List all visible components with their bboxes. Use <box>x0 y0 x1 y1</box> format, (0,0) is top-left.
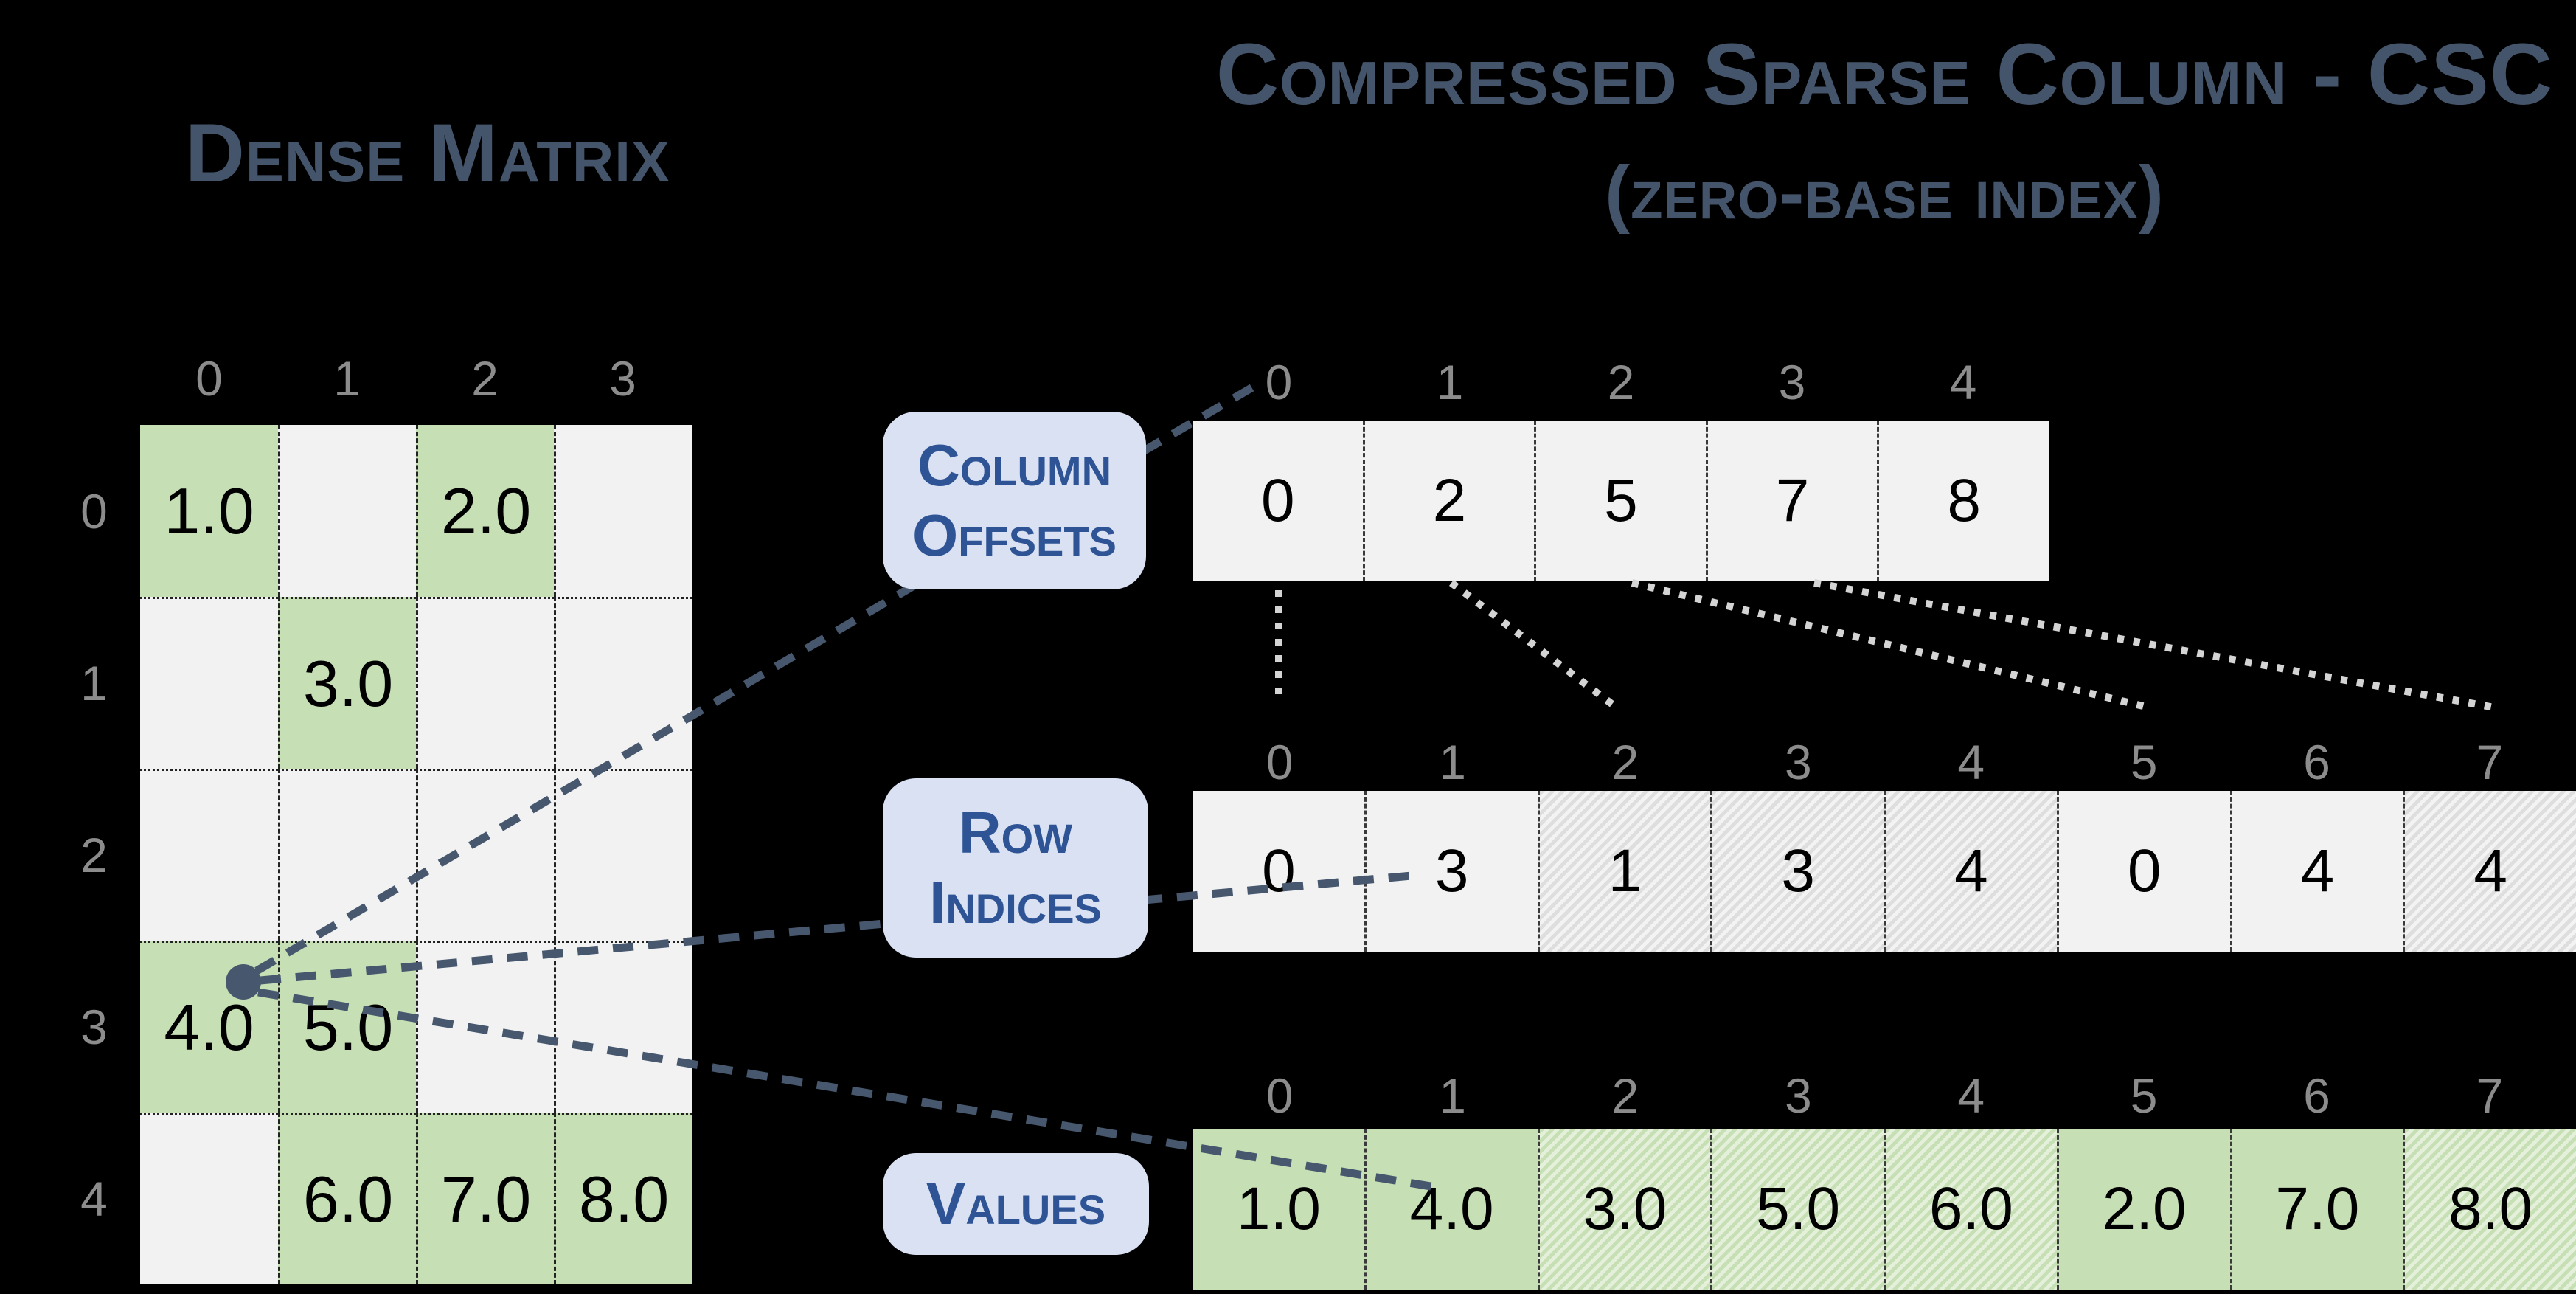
connector-to-values <box>257 988 1440 1192</box>
column-offsets-cell: 8 <box>1877 421 2049 581</box>
offset-position-line-2 <box>1448 580 1617 708</box>
matrix-cell: 7.0 <box>416 1113 554 1284</box>
values-index-labels: 0 1 2 3 4 5 6 7 <box>1193 1071 2576 1120</box>
column-offsets-cell: 0 <box>1193 421 1363 581</box>
row-indices-cell: 3 <box>1710 791 1884 952</box>
matrix-column-label: 3 <box>609 351 636 406</box>
matrix-cell: 6.0 <box>278 1113 416 1284</box>
row-indices-cell: 4 <box>2229 791 2403 952</box>
index-label: 2 <box>1611 735 1639 789</box>
values-cell: 1.0 <box>1193 1129 1364 1290</box>
index-label: 1 <box>1439 735 1466 789</box>
row-indices-cell: 3 <box>1364 791 1538 952</box>
index-label: 1 <box>1439 1068 1466 1123</box>
matrix-cell <box>278 769 416 941</box>
csc-title: Compressed Sparse Column - CSC <box>1215 26 2554 123</box>
offset-position-line-7 <box>1813 579 2499 712</box>
dense-matrix-title: Dense Matrix <box>185 107 670 199</box>
column-offsets-cell: 5 <box>1534 421 1706 581</box>
values-cell: 4.0 <box>1364 1129 1538 1290</box>
matrix-cell: 5.0 <box>278 941 416 1113</box>
matrix-cell <box>554 597 692 769</box>
index-label: 3 <box>1778 355 1806 409</box>
row-indices-label: Row Indices <box>883 778 1148 958</box>
row-indices-cell: 4 <box>1884 791 2057 952</box>
connector-to-row-indices <box>260 871 1420 985</box>
matrix-row-label: 1 <box>80 655 108 710</box>
index-label: 4 <box>1957 735 1985 789</box>
matrix-cell <box>554 769 692 941</box>
matrix-row-label: 0 <box>80 483 108 539</box>
values-cell: 2.0 <box>2056 1129 2230 1290</box>
matrix-row-label: 3 <box>80 999 108 1054</box>
matrix-row-label: 2 <box>80 827 108 882</box>
values-cell: 7.0 <box>2229 1129 2403 1290</box>
index-label: 0 <box>1266 735 1294 789</box>
matrix-cell: 8.0 <box>554 1113 692 1284</box>
matrix-cell: 3.0 <box>278 597 416 769</box>
matrix-cell <box>554 941 692 1113</box>
index-label: 3 <box>1784 735 1812 789</box>
row-indices-cell: 4 <box>2403 791 2576 952</box>
matrix-column-label: 1 <box>333 351 361 406</box>
matrix-cell <box>554 425 692 597</box>
column-offsets-label-line1: Column <box>917 432 1112 499</box>
index-label: 1 <box>1436 355 1464 409</box>
index-label: 2 <box>1611 1068 1639 1123</box>
matrix-element-dot <box>226 964 261 1000</box>
values-cell: 5.0 <box>1710 1129 1884 1290</box>
values-label-line1: Values <box>926 1170 1106 1236</box>
matrix-cell <box>278 425 416 597</box>
matrix-column-labels: 0 1 2 3 <box>140 354 692 403</box>
row-indices-cell: 1 <box>1537 791 1711 952</box>
row-indices-cell: 0 <box>1193 791 1364 952</box>
matrix-cell <box>416 769 554 941</box>
values-label: Values <box>883 1153 1149 1255</box>
matrix-cell <box>416 597 554 769</box>
matrix-cell <box>140 597 278 769</box>
matrix-row-labels: 0 1 2 3 4 <box>63 425 125 1284</box>
column-offsets-label: Column Offsets <box>883 412 1146 589</box>
csc-subtitle: (zero-base index) <box>1605 150 2164 235</box>
matrix-cell <box>140 769 278 941</box>
row-indices-cell: 0 <box>2056 791 2230 952</box>
index-label: 7 <box>2476 1068 2504 1123</box>
matrix-row-label: 4 <box>80 1171 108 1226</box>
column-offsets-label-line2: Offsets <box>912 502 1117 568</box>
matrix-column-label: 2 <box>471 351 499 406</box>
index-label: 3 <box>1784 1068 1812 1123</box>
row-indices-label-line1: Row <box>958 800 1073 866</box>
index-label: 4 <box>1949 355 1977 409</box>
row-indices-index-labels: 0 1 2 3 4 5 6 7 <box>1193 738 2576 786</box>
index-label: 7 <box>2476 735 2504 789</box>
row-indices-label-line2: Indices <box>929 869 1102 935</box>
index-label: 0 <box>1265 355 1293 409</box>
matrix-cell: 2.0 <box>416 425 554 597</box>
offset-position-line-5 <box>1631 579 2148 710</box>
values-cell: 3.0 <box>1537 1129 1711 1290</box>
index-label: 0 <box>1266 1068 1294 1123</box>
index-label: 6 <box>2303 1068 2330 1123</box>
column-offsets-cell: 2 <box>1362 421 1535 581</box>
column-offsets-index-labels: 0 1 2 3 4 <box>1193 358 2049 406</box>
index-label: 2 <box>1607 355 1635 409</box>
index-label: 5 <box>2130 1068 2158 1123</box>
values-cell: 8.0 <box>2403 1129 2576 1290</box>
matrix-cell <box>140 1113 278 1284</box>
matrix-cell: 1.0 <box>140 425 278 597</box>
index-label: 5 <box>2130 735 2158 789</box>
index-label: 4 <box>1957 1068 1985 1123</box>
column-offsets-cell: 7 <box>1705 421 1878 581</box>
values-cell: 6.0 <box>1884 1129 2057 1290</box>
matrix-column-label: 0 <box>195 351 223 406</box>
index-label: 6 <box>2303 735 2330 789</box>
